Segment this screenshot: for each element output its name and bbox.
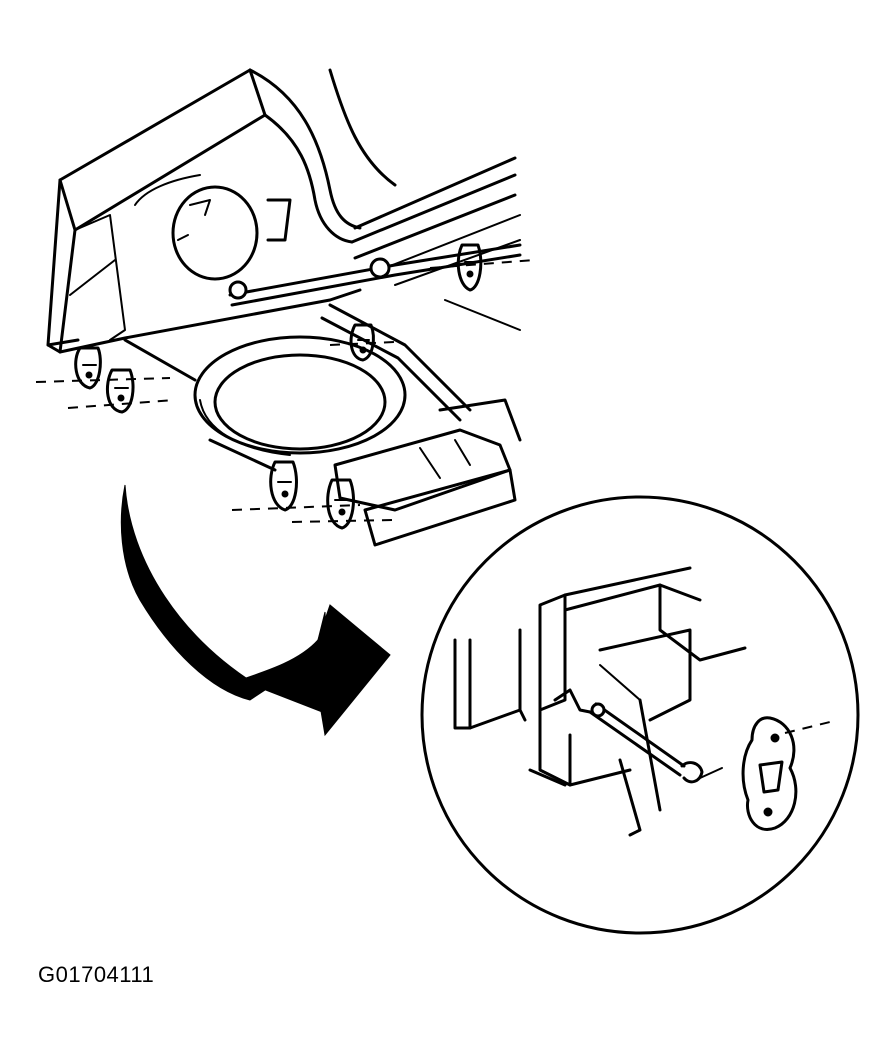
hanger-center <box>349 323 375 362</box>
hanger-line-center <box>329 341 396 346</box>
isolator-centerline <box>784 721 831 734</box>
curved-arrow-icon <box>120 484 391 737</box>
hanger-right <box>456 243 483 292</box>
hanger-line-left-1 <box>35 377 171 383</box>
rear-crossmember <box>333 398 522 547</box>
spare-tire-well <box>123 335 407 472</box>
hanger-lower-2 <box>326 478 355 530</box>
exhaust-pipe <box>228 243 522 422</box>
detail-magnified-view <box>420 495 860 935</box>
rubber-isolator <box>741 716 798 831</box>
figure-id-label: G01704111 <box>38 962 155 987</box>
hanger-lower-1 <box>269 460 298 512</box>
hanger-left-1 <box>74 346 102 390</box>
hanger-line-lower-1 <box>231 504 361 511</box>
hanger-line-lower-2 <box>291 519 393 523</box>
muffler <box>171 185 292 281</box>
vehicle-underbody <box>35 68 536 547</box>
